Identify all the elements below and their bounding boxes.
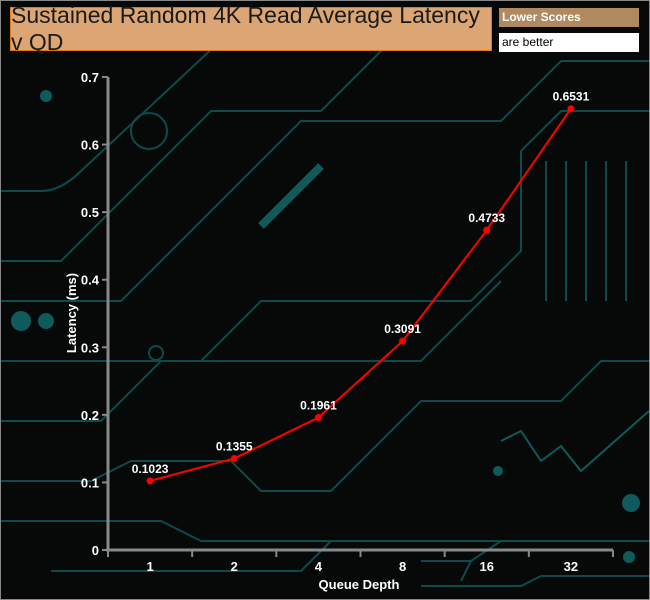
note-are-better: are better xyxy=(499,33,639,52)
data-label: 0.3091 xyxy=(384,322,421,336)
chart-title: Sustained Random 4K Read Average Latency… xyxy=(10,2,492,55)
data-point xyxy=(314,413,322,421)
data-point xyxy=(483,226,491,234)
data-label: 0.6531 xyxy=(553,90,590,104)
data-point xyxy=(567,105,575,113)
x-tick-label: 16 xyxy=(480,559,494,574)
note-lower-scores: Lower Scores xyxy=(499,8,639,27)
y-tick-label: 0.4 xyxy=(81,273,100,288)
data-point xyxy=(230,454,238,462)
x-tick-label: 1 xyxy=(146,559,153,574)
data-point xyxy=(146,477,154,485)
y-tick-label: 0.7 xyxy=(81,70,99,85)
data-point xyxy=(399,337,407,345)
y-tick-label: 0 xyxy=(92,543,99,558)
y-tick-label: 0.6 xyxy=(81,138,99,153)
series-line xyxy=(149,108,572,482)
data-label: 0.4733 xyxy=(468,211,505,225)
data-label: 0.1355 xyxy=(216,439,253,453)
x-tick-label: 32 xyxy=(564,559,578,574)
data-label: 0.1961 xyxy=(300,398,337,412)
y-tick-label: 0.1 xyxy=(81,475,99,490)
y-tick-label: 0.3 xyxy=(81,340,99,355)
y-tick-label: 0.2 xyxy=(81,408,99,423)
x-tick-label: 4 xyxy=(315,559,323,574)
x-tick-label: 8 xyxy=(399,559,406,574)
x-axis-label: Queue Depth xyxy=(319,577,400,592)
y-axis-label: Latency (ms) xyxy=(64,273,79,353)
y-tick-label: 0.5 xyxy=(81,205,99,220)
x-tick-label: 2 xyxy=(231,559,238,574)
data-label: 0.1023 xyxy=(132,462,169,476)
